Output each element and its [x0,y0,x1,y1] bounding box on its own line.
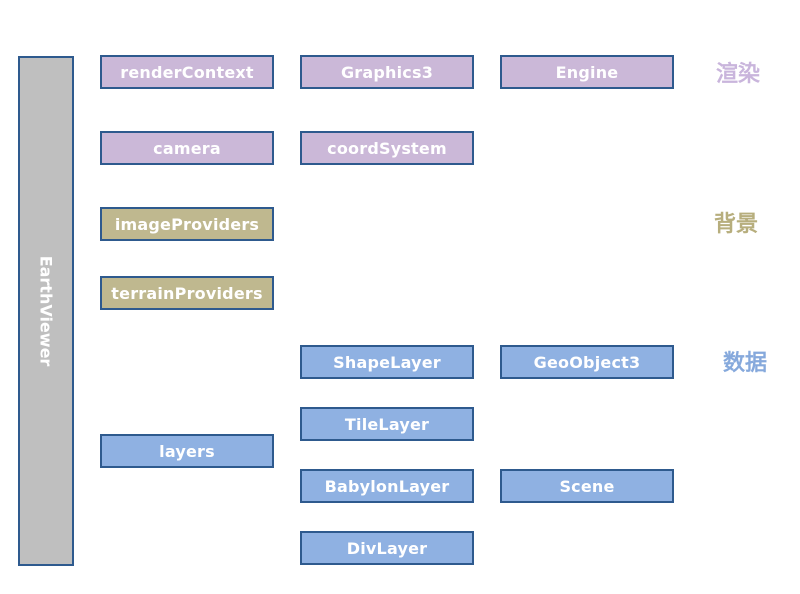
node-camera: camera [100,131,274,165]
node-engine: Engine [500,55,674,89]
node-scene: Scene [500,469,674,503]
node-geoobject3: GeoObject3 [500,345,674,379]
node-coordsystem: coordSystem [300,131,474,165]
node-graphics3: Graphics3 [300,55,474,89]
node-divlayer: DivLayer [300,531,474,565]
node-rendercontext: renderContext [100,55,274,89]
node-terrainproviders: terrainProviders [100,276,274,310]
node-layers: layers [100,434,274,468]
node-imageproviders: imageProviders [100,207,274,241]
category-background-label: 背景 [714,212,759,237]
node-tilelayer: TileLayer [300,407,474,441]
category-data-label: 数据 [723,351,768,376]
node-shapelayer: ShapeLayer [300,345,474,379]
node-babylonlayer: BabylonLayer [300,469,474,503]
category-render-label: 渲染 [716,62,761,87]
earthviewer-label: EarthViewer [36,255,56,367]
earthviewer-box: EarthViewer [18,56,74,566]
